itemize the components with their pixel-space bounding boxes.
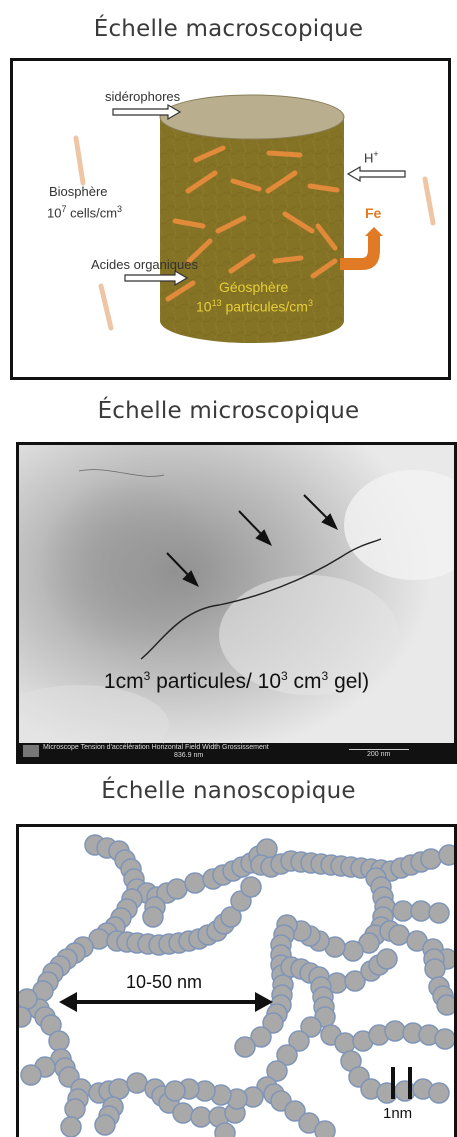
- field-width-value: 836.9 nm: [174, 752, 203, 759]
- instrument-logo: [23, 745, 39, 757]
- nanoparticle: [241, 877, 261, 897]
- info-bar-text: Microscope Tension d'accélération Horizo…: [43, 744, 269, 751]
- nanoparticle: [421, 849, 441, 869]
- nanoparticle: [173, 1103, 193, 1123]
- nanoparticle: [393, 901, 413, 921]
- siderophores-label: sidérophores: [105, 89, 180, 104]
- fe-arrow: [340, 227, 383, 270]
- microscope-info-bar: Microscope Tension d'accélération Horizo…: [19, 743, 454, 761]
- biosphere-label: Biosphère: [49, 184, 108, 199]
- nano-title: Échelle nanoscopique: [0, 778, 457, 804]
- nanoparticle: [215, 1123, 235, 1137]
- nanoparticle-network: [19, 827, 454, 1137]
- nanoparticle: [49, 1031, 69, 1051]
- siderophores-arrow: [113, 105, 180, 119]
- acides-arrow: [125, 271, 187, 285]
- nanoparticle: [65, 1099, 85, 1119]
- acides-label: Acides organiques: [91, 257, 198, 272]
- nanoparticle: [191, 1107, 211, 1127]
- nanoparticle: [61, 1117, 81, 1137]
- nanoparticle: [235, 1037, 255, 1057]
- nanoparticle: [429, 903, 449, 923]
- micrograph: [19, 445, 454, 761]
- nanoparticle: [389, 925, 409, 945]
- macro-panel: sidérophores H+ Biosphère 107 cells/cm3 …: [10, 58, 451, 380]
- nanoparticle: [343, 941, 363, 961]
- nanoparticle: [167, 879, 187, 899]
- nanoparticle: [143, 907, 163, 927]
- proton-arrow: [348, 167, 405, 181]
- nanoparticle: [377, 949, 397, 969]
- macro-title: Échelle macroscopique: [0, 16, 457, 42]
- nanoparticle: [335, 1033, 355, 1053]
- nano-panel: 10-50 nm 1nm: [16, 824, 457, 1137]
- geosphere-density: 1013 particules/cm3: [196, 298, 313, 315]
- nanoparticle: [109, 1079, 129, 1099]
- micro-panel: 1cm3 particules/ 103 cm3 gel) Microscope…: [16, 442, 457, 764]
- nanoparticle: [95, 1115, 115, 1135]
- span-label: 10-50 nm: [126, 972, 202, 993]
- micro-caption: 1cm3 particules/ 103 cm3 gel): [19, 669, 454, 694]
- nanoparticle: [429, 1083, 449, 1103]
- scale-bar-label: 200 nm: [367, 751, 390, 758]
- span-arrow: [59, 992, 273, 1012]
- nanoparticle: [127, 1073, 147, 1093]
- biosphere-density: 107 cells/cm3: [47, 204, 122, 220]
- scale-bar-line: [349, 749, 409, 750]
- particles-group: [19, 835, 454, 1137]
- nanoparticle: [439, 845, 454, 865]
- scale-label: 1nm: [383, 1105, 412, 1122]
- geosphere-label: Géosphère: [219, 279, 288, 295]
- nanoparticle: [315, 1121, 335, 1137]
- nanoparticle: [425, 959, 445, 979]
- nanoparticle: [19, 989, 37, 1009]
- nanoparticle: [21, 1065, 41, 1085]
- nanoparticle: [435, 1029, 454, 1049]
- nanoparticle: [165, 1081, 185, 1101]
- nanoparticle: [385, 1021, 405, 1041]
- nanoparticle: [411, 901, 431, 921]
- nanoparticle: [437, 995, 454, 1015]
- micro-title: Échelle microscopique: [0, 398, 457, 424]
- fe-label: Fe: [365, 205, 381, 221]
- proton-label: H+: [364, 149, 379, 165]
- cylinder-top: [160, 95, 344, 139]
- nanoparticle: [185, 873, 205, 893]
